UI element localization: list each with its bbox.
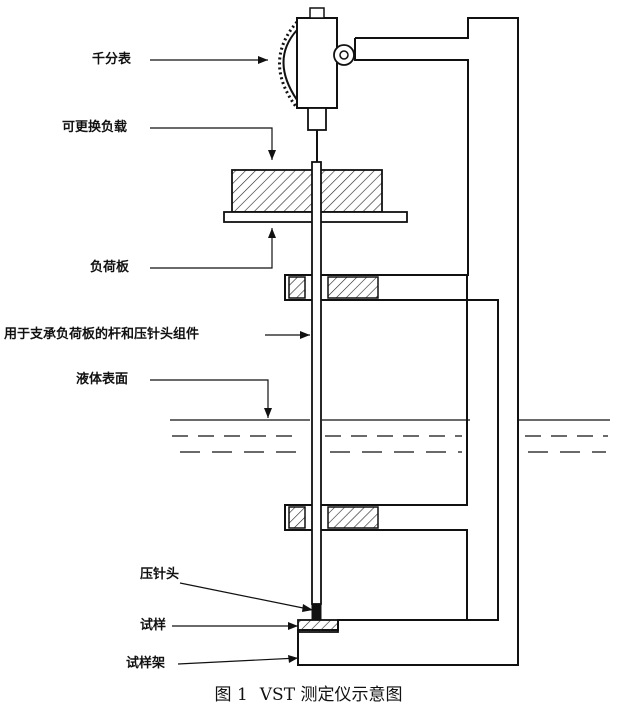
label-load-plate: 负荷板 [90, 260, 130, 275]
indenter-tip [311, 603, 322, 621]
label-indenter: 压针头 [140, 567, 180, 582]
liquid-surface-lines [170, 419, 610, 453]
figure-number: 图 1 [214, 685, 248, 705]
label-dial-gauge: 千分表 [92, 52, 132, 67]
upper-guide-left [288, 276, 306, 299]
label-liquid-surface: 液体表面 [76, 372, 129, 387]
leader-arrowheads [258, 56, 313, 663]
label-specimen-holder: 试样架 [126, 656, 166, 671]
lower-guide-left [288, 506, 306, 529]
figure-caption: 图 1 VST 测定仪示意图 [0, 680, 617, 705]
frame-upper-arm [284, 38, 469, 301]
label-replaceable-load: 可更换负载 [62, 120, 128, 135]
dial-gauge-icon [278, 7, 355, 162]
lower-guide-right [327, 506, 379, 529]
upper-guide-right [327, 276, 379, 299]
rod [311, 161, 322, 605]
label-specimen: 试样 [140, 618, 167, 633]
figure-title: VST 测定仪示意图 [259, 685, 403, 705]
specimen-block [297, 619, 339, 633]
leader-lines [150, 59, 314, 665]
frame-lower-arm [284, 300, 468, 620]
replaceable-load [231, 169, 383, 213]
frame-outline [297, 17, 519, 666]
label-rod-assembly: 用于支承负荷板的杆和压针头组件 [4, 327, 200, 342]
